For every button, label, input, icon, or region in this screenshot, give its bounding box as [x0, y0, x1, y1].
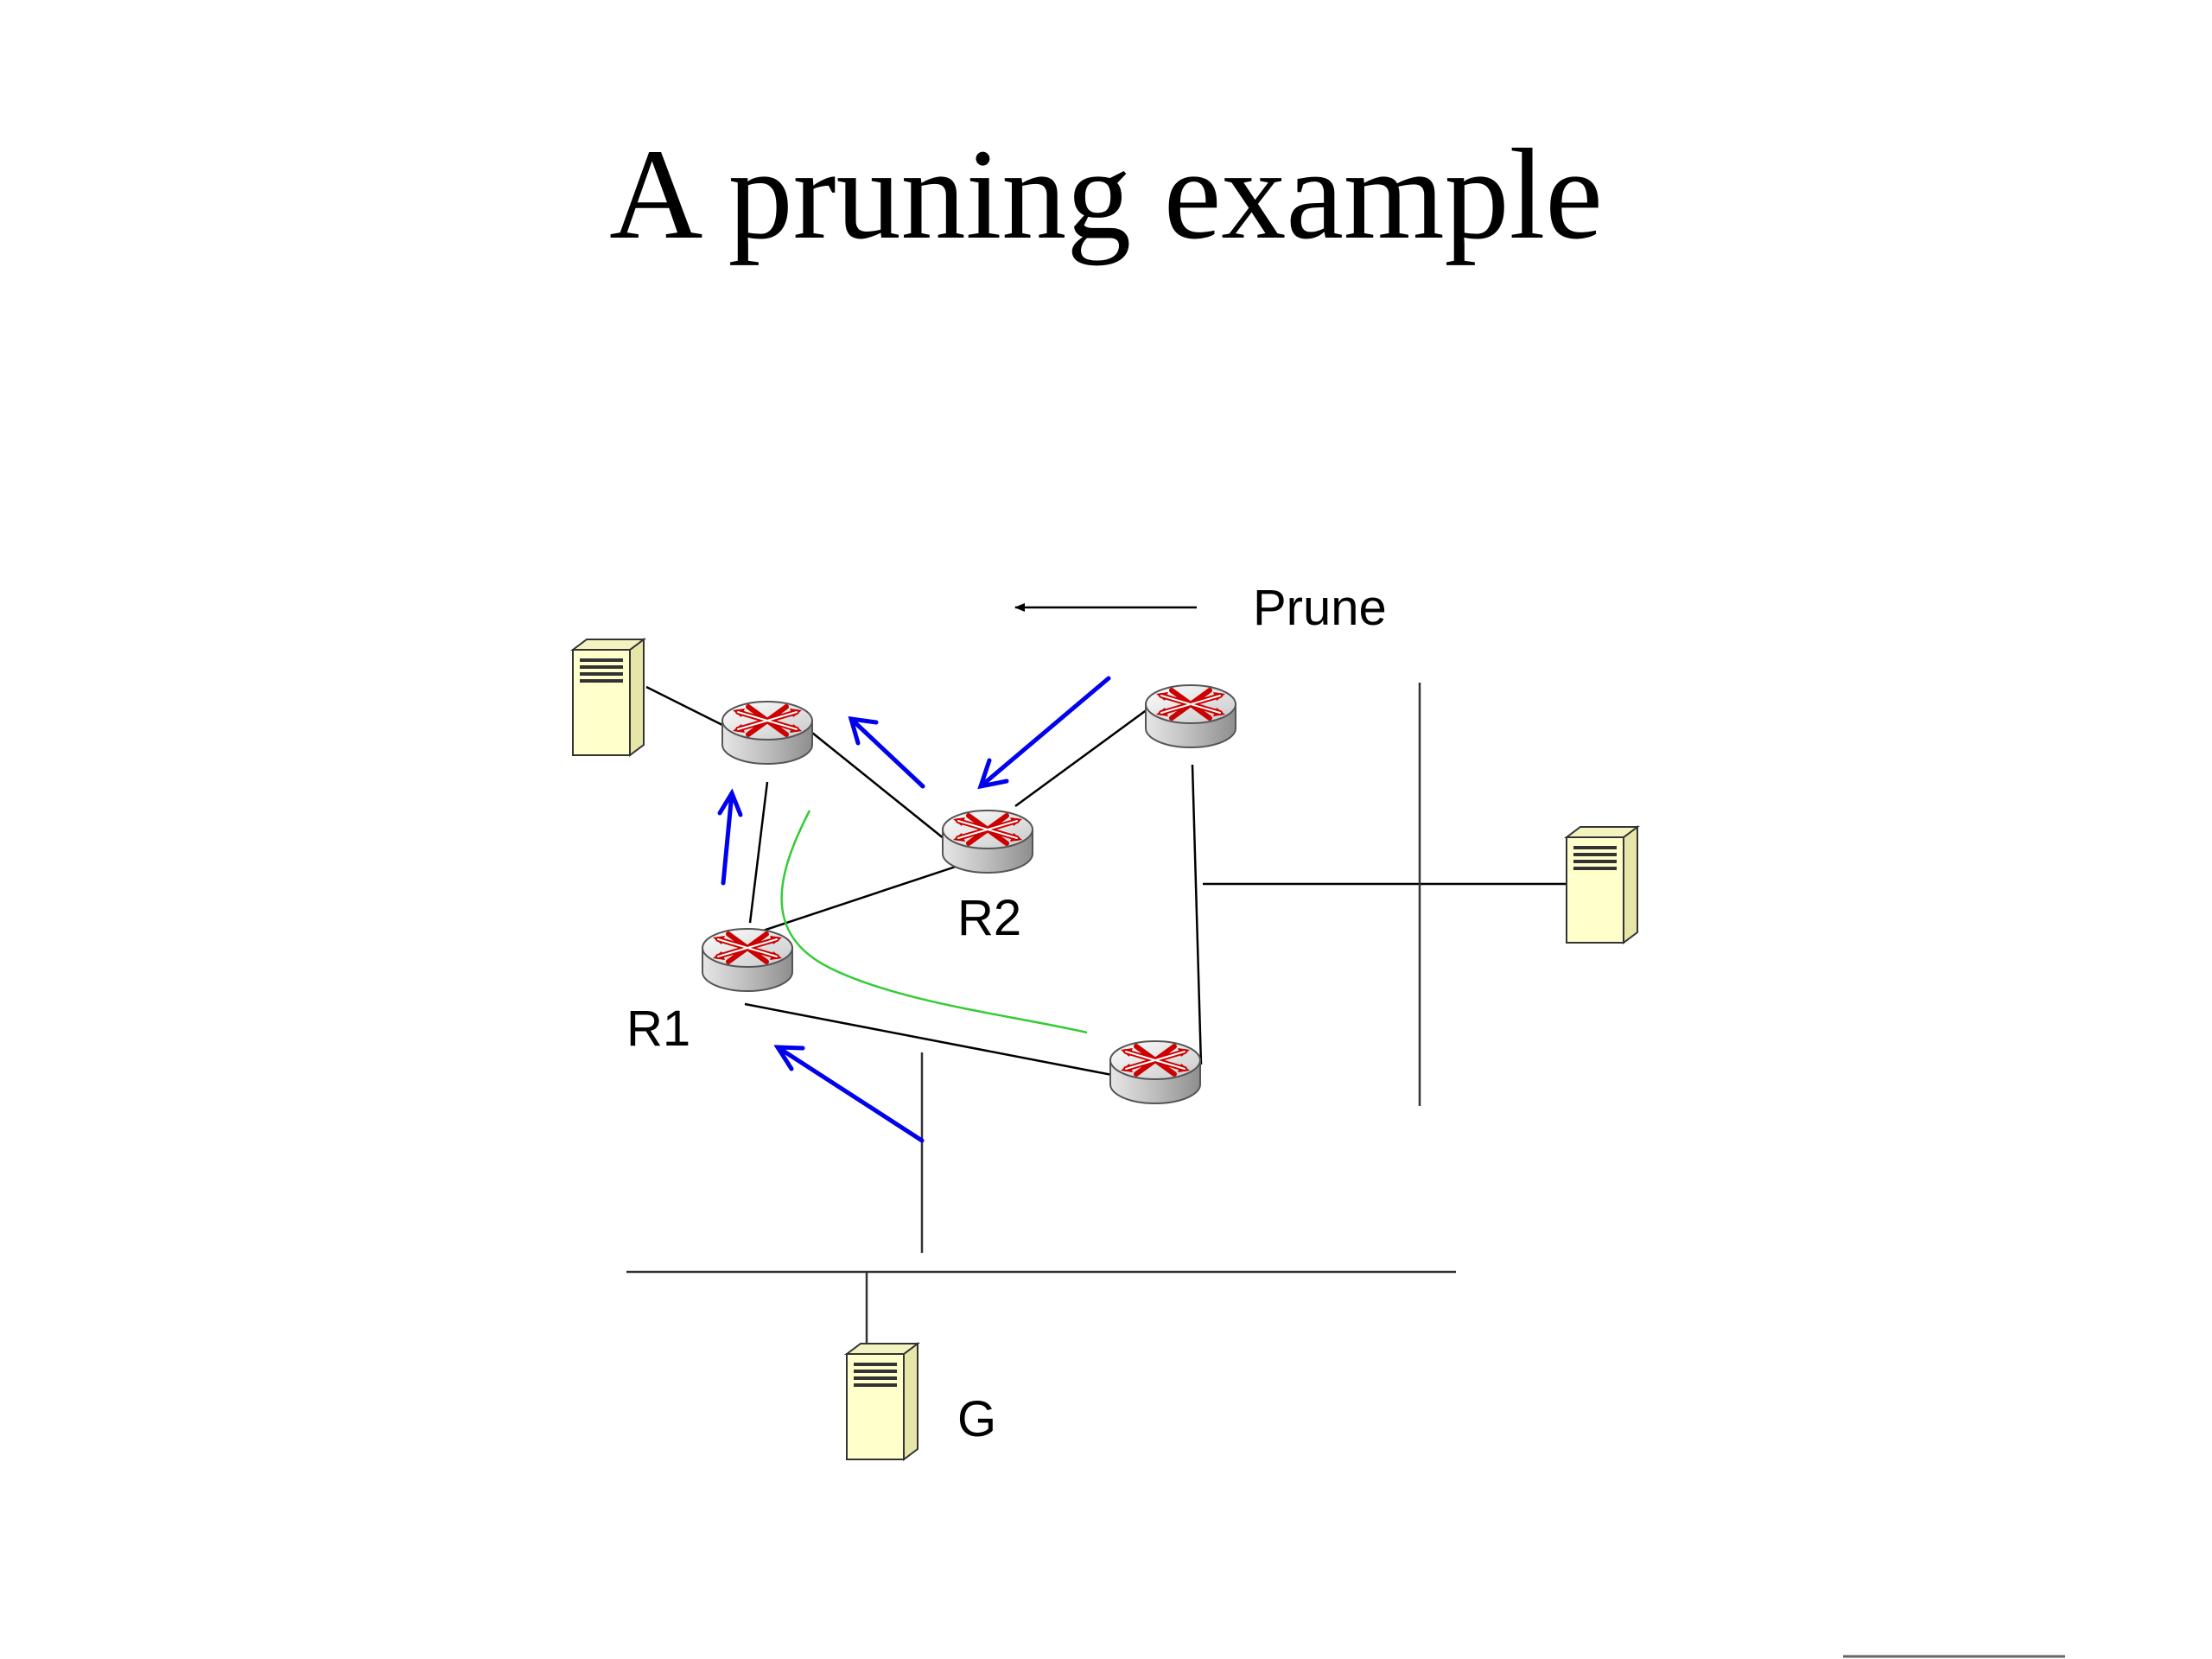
- link-r1-to-router-bottom-right: [744, 1002, 1117, 1077]
- prune-arrow-into-r2: [977, 676, 1111, 790]
- delivery-path-curve: [780, 810, 1088, 1034]
- network-links: [626, 683, 1568, 1346]
- slide-title: A pruning example: [609, 123, 1603, 266]
- prune-arrows: [717, 676, 1111, 1143]
- prune-arrow-r1-up: [717, 788, 743, 886]
- link-router-top-left-to-r1: [748, 781, 769, 924]
- link-r1-to-r2: [760, 862, 964, 933]
- router-icon: [1110, 1041, 1200, 1103]
- prune-arrow-lan-to-r1: [773, 1045, 925, 1143]
- router-icon: [722, 702, 812, 764]
- router-icon: [1146, 685, 1236, 747]
- router-label-r2: R2: [957, 890, 1021, 946]
- server-icon: [572, 639, 645, 756]
- link-r2-to-router-top-right: [1014, 705, 1152, 808]
- link-server-left-to-router-top-left: [645, 685, 728, 729]
- router-icon: [943, 810, 1033, 873]
- prune-legend-label: Prune: [1253, 580, 1387, 636]
- prune-arrow-r2-to-top-left: [848, 715, 925, 789]
- host-label-g: G: [957, 1391, 996, 1447]
- link-router-top-right-to-router-bottom-right: [1191, 764, 1203, 1065]
- link-router-top-left-to-r2: [811, 732, 950, 843]
- router-icon: [702, 929, 792, 991]
- server-icon: [846, 1343, 918, 1460]
- router-label-r1: R1: [626, 1001, 690, 1057]
- server-icon: [1566, 826, 1638, 944]
